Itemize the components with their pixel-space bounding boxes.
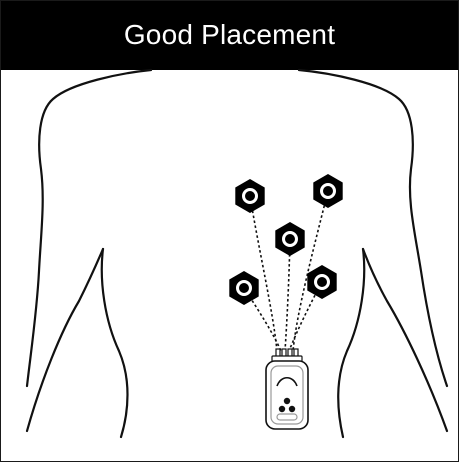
electrode-lower-right: [307, 265, 336, 299]
device-body: [266, 361, 308, 429]
electrode-upper-left: [235, 179, 264, 213]
electrode-upper-right: [313, 174, 342, 208]
right-torso-side: [338, 249, 364, 437]
device-connector: [272, 349, 302, 362]
wire-center: [285, 239, 290, 351]
monitor-device: [266, 349, 308, 429]
wire-upper-left: [250, 196, 277, 351]
torso-outline: [27, 70, 447, 437]
left-torso-side: [102, 249, 128, 437]
left-arm-outer-line: [27, 70, 151, 386]
right-arm-outer-line: [299, 70, 447, 386]
electrode-center: [275, 222, 304, 256]
electrode-lower-left: [229, 271, 258, 305]
